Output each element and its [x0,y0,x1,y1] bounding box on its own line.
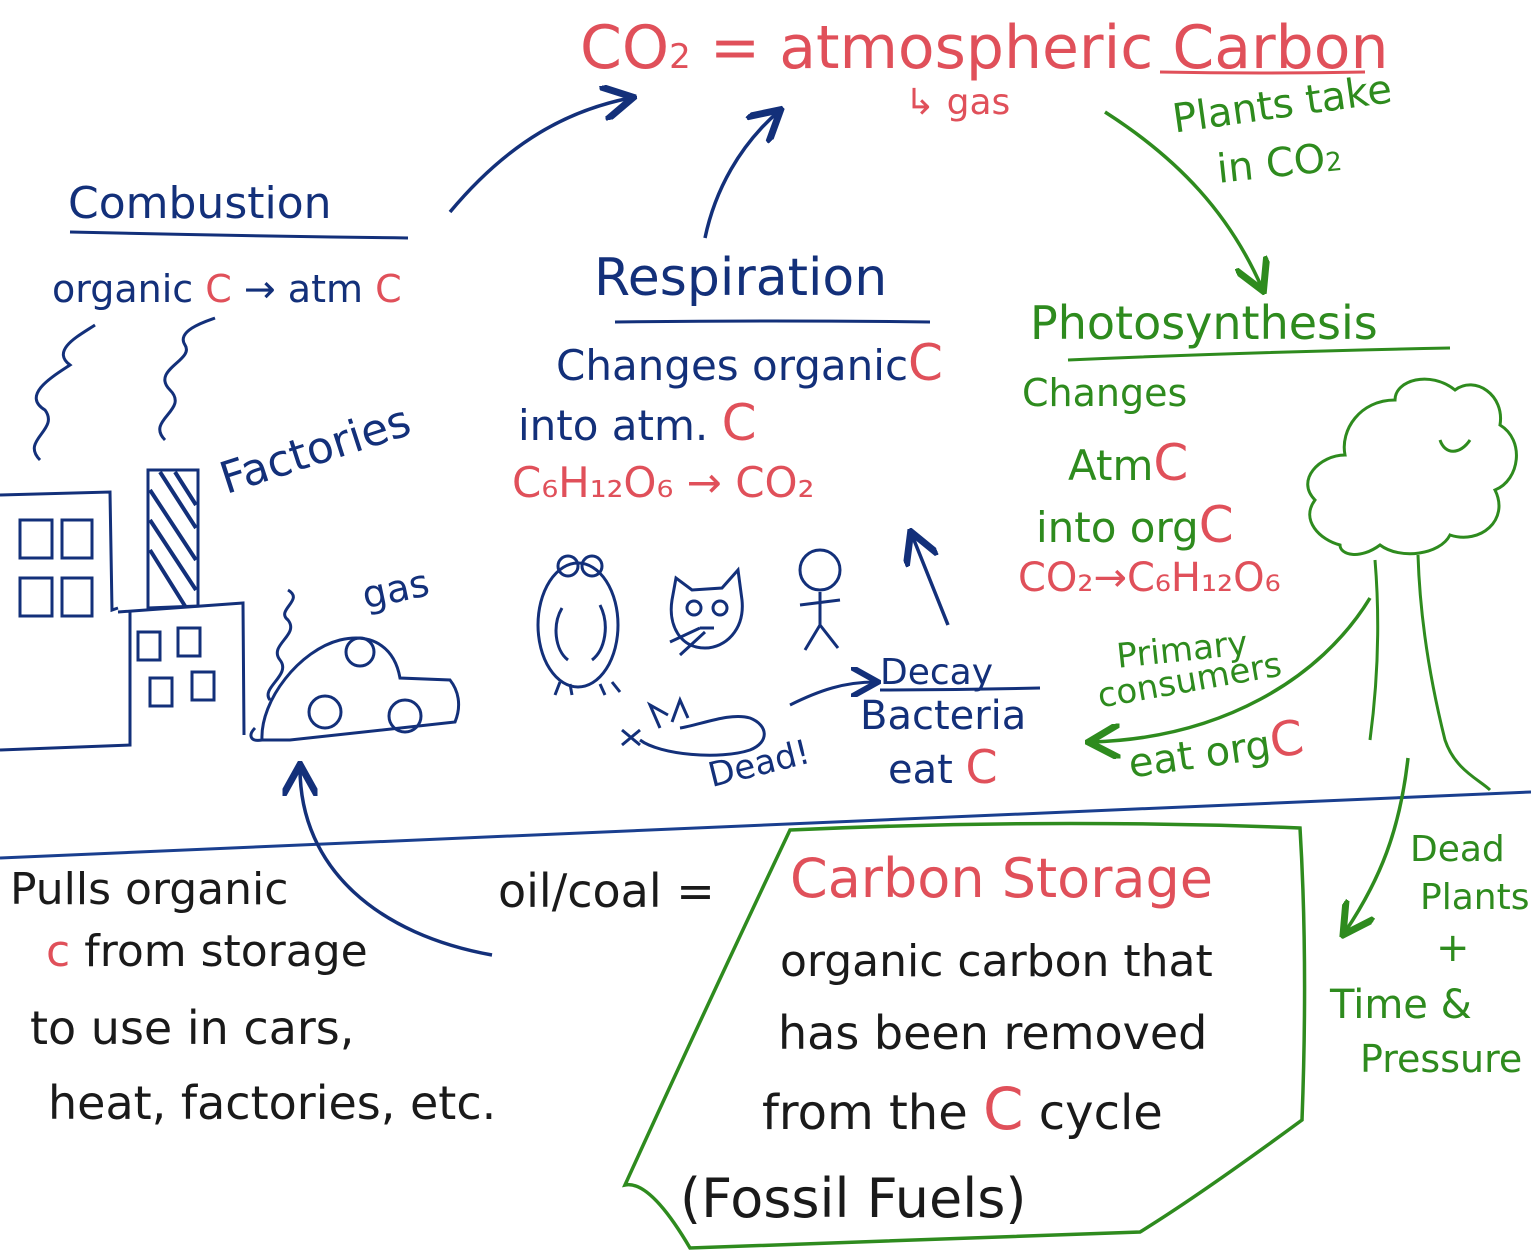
fossil-fuels-label: (Fossil Fuels) [680,1167,1027,1230]
photosynthesis-equation: CO₂→C₆H₁₂O₆ [1018,555,1281,601]
storage-box [621,821,1307,1250]
owl-drawing [536,554,622,696]
pulls-from-storage: from storage [84,926,368,977]
respiration-title: Respiration [594,248,888,308]
bacteria-c: C [965,740,998,794]
factory-drawing [0,316,295,752]
combustion-underline [69,230,409,240]
respiration-to-atmosphere-arrow [703,112,778,239]
pulls-line1: Pulls organic [10,864,289,915]
person-drawing [798,548,842,651]
combustion-atm: atm [287,267,363,311]
respiration-line2-c: C [721,394,757,452]
combustion-to-atmosphere-arrow [448,98,630,214]
storage-from-the: from the [762,1085,968,1141]
photosynthesis-into-org: into org [1036,503,1199,552]
gas-note: ↳ gas [905,82,1011,123]
photosynthesis-atm: Atm [1068,441,1154,490]
pulls-line2: c from storage [46,930,368,974]
respiration-line1: Changes organicC [556,338,943,388]
atmosphere-to-photosynthesis-arrow [1104,110,1262,288]
co2-label: CO [580,13,670,83]
combustion-c2: C [375,267,402,311]
car-drawing [249,636,461,742]
respiration-equation: C₆H₁₂O₆ → CO₂ [512,458,815,507]
storage-body-line1: organic carbon that [780,936,1213,987]
photosynthesis-line2: AtmC [1068,438,1188,488]
bacteria-label: Bacteria [860,693,1027,739]
pulls-c: c [46,926,71,977]
respiration-co2: CO₂ [735,458,815,507]
dead-rabbit-drawing [621,695,766,757]
consumers-arrow [1092,597,1372,742]
combustion-c1: C [205,267,232,311]
pressure-label: Pressure [1360,1037,1523,1081]
tree-drawing [1306,377,1518,792]
combustion-title: Combustion [68,178,332,229]
respiration-line2-text: into atm. [518,401,709,450]
decay-underline [879,686,1041,692]
pulls-line4: heat, factories, etc. [48,1076,497,1130]
photosynthesis-title: Photosynthesis [1030,296,1378,350]
atmosphere-underline [1159,70,1366,75]
storage-c: C [983,1075,1024,1143]
photosynthesis-underline [1067,346,1451,362]
decay-label: Decay [880,652,994,693]
oil-coal-label: oil/coal = [498,864,715,918]
storage-cycle: cycle [1038,1085,1163,1141]
bacteria-eat-line: eat C [888,744,998,790]
photosynthesis-line3: into orgC [1036,500,1234,550]
atmospheric-carbon-label: = atmospheric Carbon [709,13,1389,83]
plants-take-co2-sub: 2 [1324,146,1344,179]
dead-plants-arrow [1345,757,1410,932]
storage-to-car-arrow [300,768,493,957]
storage-title: Carbon Storage [790,847,1213,910]
respiration-underline [614,319,931,324]
pulls-line3: to use in cars, [30,1001,355,1055]
cat-drawing [669,566,744,657]
combustion-formula: organic C → atm C [52,267,402,311]
photosynthesis-org-c: C [1198,496,1234,554]
atmosphere-title: CO2 = atmospheric Carbon [580,18,1388,78]
gas-note-text: gas [946,82,1011,123]
storage-body-line2: has been removed [778,1006,1208,1060]
respiration-line1-text: Changes organic [556,341,909,390]
storage-body-line3: from the C cycle [762,1080,1163,1138]
combustion-organic: organic [52,267,194,311]
co2-subscript: 2 [669,37,691,77]
respiration-line1-c: C [908,334,943,392]
dead-plants-line2: Plants [1420,877,1530,918]
respiration-line2: into atm. C [518,398,757,448]
dead-plants-plus: + [1436,925,1470,971]
dead-to-decay-arrow [789,682,875,707]
dead-plants-line1: Dead [1410,829,1505,870]
photosynthesis-line1: Changes [1022,371,1188,415]
decay-to-co2-arrow [912,535,950,626]
bacteria-eat: eat [888,747,953,793]
photosynthesis-atm-c: C [1153,434,1189,492]
time-label: Time & [1330,982,1472,1028]
glucose-formula: C₆H₁₂O₆ [512,458,674,507]
